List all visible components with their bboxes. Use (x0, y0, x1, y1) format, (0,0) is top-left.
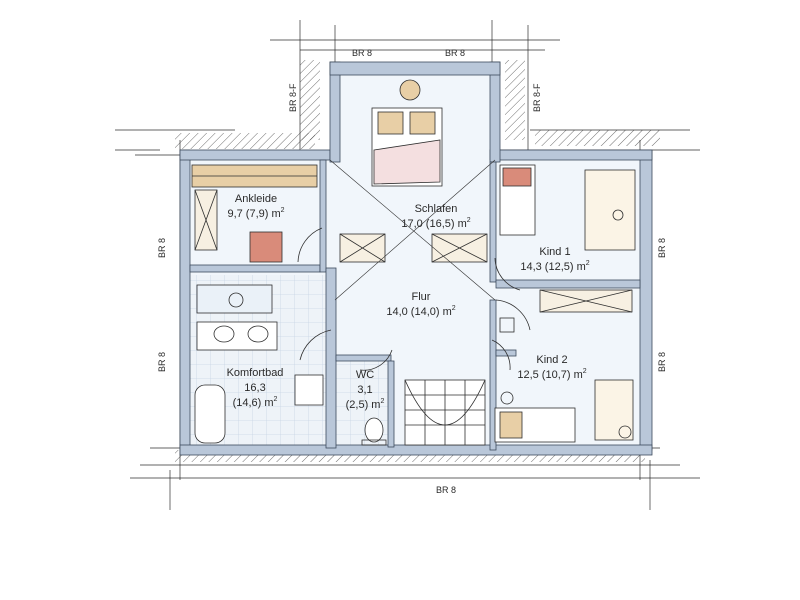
svg-text:9,7 (7,9) m2: 9,7 (7,9) m2 (227, 207, 284, 220)
room-kind2-name: Kind 2 (536, 354, 567, 366)
furniture (191, 79, 636, 446)
svg-text:17,0 (16,5) m2: 17,0 (16,5) m2 (401, 217, 470, 230)
room-wc-sup: 2 (380, 398, 384, 405)
room-komfortbad: Komfortbad 16,3 (14,6) m2 (227, 367, 284, 409)
svg-text:(2,5) m2: (2,5) m2 (346, 398, 385, 411)
room-flur-area: 14,0 (14,0) m (386, 306, 451, 318)
room-kind1: Kind 1 14,3 (12,5) m2 (520, 246, 589, 273)
room-komfortbad-prev: (14,6) m (233, 397, 274, 409)
room-kind1-sup: 2 (586, 260, 590, 267)
room-ankleide-sup: 2 (281, 207, 285, 214)
room-wc: WC 3,1 (2,5) m2 (346, 369, 385, 411)
room-ankleide-name: Ankleide (235, 193, 277, 205)
room-wc-name: WC (356, 369, 374, 381)
staircase (404, 379, 486, 446)
room-kind2-sup: 2 (583, 368, 587, 375)
br-left-upper: BR 8 (157, 238, 167, 258)
svg-text:14,3 (12,5) m2: 14,3 (12,5) m2 (520, 260, 589, 273)
room-komfortbad-area: 16,3 (244, 382, 265, 394)
br-bottom: BR 8 (436, 485, 456, 495)
br-diag-left: BR 8-F (288, 83, 298, 112)
room-flur-name: Flur (412, 291, 431, 303)
svg-text:14,0 (14,0) m2: 14,0 (14,0) m2 (386, 305, 455, 318)
diagonal-lines (329, 159, 496, 301)
room-komfortbad-name: Komfortbad (227, 367, 284, 379)
room-wc-area: 3,1 (357, 384, 372, 396)
room-wc-prev: (2,5) m (346, 399, 381, 411)
room-flur: Flur 14,0 (14,0) m2 (386, 291, 455, 318)
walls (179, 61, 653, 456)
br-top-left: BR 8 (352, 48, 372, 58)
room-schlafen-sup: 2 (467, 217, 471, 224)
room-schlafen-area: 17,0 (16,5) m (401, 218, 466, 230)
doors (297, 227, 531, 371)
br-left-lower: BR 8 (157, 352, 167, 372)
room-kind2: Kind 2 12,5 (10,7) m2 (517, 354, 586, 381)
room-komfortbad-sup: 2 (274, 396, 278, 403)
br-diag-right: BR 8-F (532, 83, 542, 112)
room-kind1-area: 14,3 (12,5) m (520, 261, 585, 273)
room-ankleide-area: 9,7 (7,9) m (227, 208, 280, 220)
svg-text:12,5 (10,7) m2: 12,5 (10,7) m2 (517, 368, 586, 381)
br-markers: BR 8 BR 8 BR 8-F BR 8-F BR 8 BR 8 BR 8 B… (157, 48, 667, 495)
room-flur-sup: 2 (452, 305, 456, 312)
br-top-right: BR 8 (445, 48, 465, 58)
br-right-lower: BR 8 (657, 352, 667, 372)
room-kind2-area: 12,5 (10,7) m (517, 369, 582, 381)
svg-text:(14,6) m2: (14,6) m2 (233, 396, 278, 409)
br-right-upper: BR 8 (657, 238, 667, 258)
room-labels: Ankleide 9,7 (7,9) m2 Schlafen 17,0 (16,… (227, 193, 590, 411)
room-ankleide: Ankleide 9,7 (7,9) m2 (227, 193, 284, 220)
room-kind1-name: Kind 1 (539, 246, 570, 258)
room-schlafen: Schlafen 17,0 (16,5) m2 (401, 203, 470, 230)
room-schlafen-name: Schlafen (415, 203, 458, 215)
